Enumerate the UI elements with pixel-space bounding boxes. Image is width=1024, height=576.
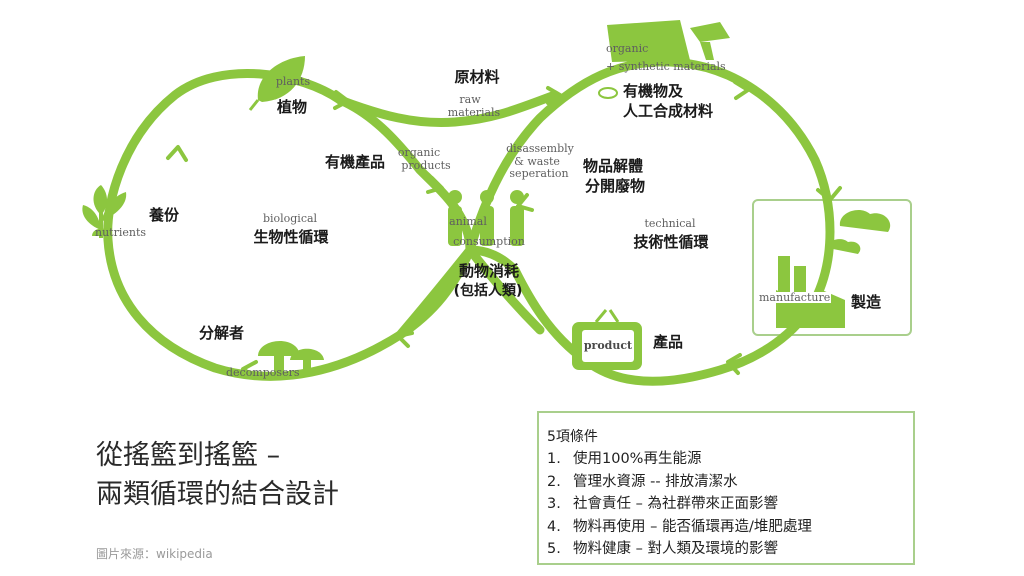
technical-en-label: technical: [644, 217, 696, 230]
title-line2: 兩類循環的結合設計: [96, 479, 339, 510]
mushroom-icon: [258, 340, 324, 372]
animal-consumption-zh-line1: 動物消耗: [458, 262, 520, 280]
nutrients-zh-label: 養份: [149, 206, 180, 224]
plants-en-label: plants: [275, 75, 311, 88]
manufacture-zh-label: 製造: [851, 293, 882, 311]
organic-products-en-line2: products: [401, 159, 451, 172]
conditions-box: 5項條件 1.使用100%再生能源 2.管理水資源 -- 排放清潔水 3.社會責…: [537, 411, 915, 565]
manufacture-en-label: manufacture: [758, 291, 832, 304]
decomposers-en-label: decomposers: [226, 366, 300, 379]
raw-materials-zh-label: 原材料: [454, 68, 500, 86]
arrow-top-left: [333, 90, 350, 110]
disassembly-zh-line1: 物品解體: [582, 157, 644, 175]
tv-icon: [572, 309, 642, 370]
disassembly-en-line2: & waste: [514, 155, 560, 168]
condition-item: 1.使用100%再生能源: [547, 451, 702, 467]
technical-zh-label: 技術性循環: [633, 233, 709, 251]
product-zh-label: 產品: [653, 333, 684, 351]
leaf-icon: [248, 56, 305, 111]
product-en-label: product: [583, 339, 633, 352]
organic-synthetic-en-line2: + synthetic materials: [606, 60, 726, 73]
nutrients-en-label: nutrients: [95, 226, 147, 239]
consumption-bridge: [395, 242, 545, 340]
condition-item: 2.管理水資源 -- 排放清潔水: [547, 473, 738, 490]
disassembly-en-line1: disassembly: [506, 142, 574, 155]
arrow-top-right: [733, 80, 750, 100]
animal-consumption-zh-line2: (包括人類): [453, 283, 523, 299]
raw-materials-en-line2: materials: [447, 106, 501, 119]
technical-loop: [465, 57, 835, 386]
decomposers-zh-label: 分解者: [199, 324, 245, 342]
condition-item: 4.物料再使用 – 能否循環再造/堆肥處理: [547, 518, 812, 535]
slide-title: 從搖籃到搖籃 – 兩類循環的結合設計: [96, 436, 339, 514]
conditions-title: 5項條件: [547, 429, 598, 445]
organic-products-zh-label: 有機產品: [324, 153, 386, 171]
biological-zh-label: 生物性循環: [253, 228, 329, 246]
biological-en-label: biological: [262, 212, 318, 225]
condition-item: 3.社會責任 – 為社群帶來正面影響: [547, 496, 778, 512]
plants-zh-label: 植物: [276, 98, 308, 116]
raw-materials-en-line1: raw: [459, 93, 481, 106]
conditions-list: 1.使用100%再生能源 2.管理水資源 -- 排放清潔水 3.社會責任 – 為…: [547, 448, 812, 561]
people-icon: [448, 190, 524, 246]
condition-item: 5.物料健康 – 對人類及環境的影響: [547, 541, 778, 557]
arrow-center-left: [426, 176, 444, 194]
beaker-icon: [598, 20, 730, 99]
organic-synthetic-zh-line2: 人工合成材料: [623, 102, 714, 120]
title-line1: 從搖籃到搖籃 –: [96, 440, 281, 471]
arrow-bottom-center: [396, 331, 414, 348]
arrow-right: [816, 186, 842, 202]
organic-synthetic-en-line1: organic: [606, 42, 649, 55]
arrow-top-center: [546, 86, 562, 105]
disassembly-zh-line2: 分開廢物: [584, 177, 646, 195]
animal-consumption-en-line1: animal: [449, 215, 487, 228]
arrow-left: [166, 145, 188, 162]
animal-consumption-en-line2: consumption: [453, 235, 525, 248]
image-credit: 圖片來源：wikipedia: [96, 547, 213, 561]
arrow-bottom-right: [726, 353, 742, 375]
organic-synthetic-zh-line1: 有機物及: [623, 82, 684, 100]
disassembly-en-line3: seperation: [509, 167, 569, 180]
arrow-bottom-left: [241, 360, 258, 379]
organic-products-en-line1: organic: [397, 146, 441, 159]
sprout-icon: [82, 185, 127, 238]
raw-materials-bridge: [335, 90, 560, 128]
